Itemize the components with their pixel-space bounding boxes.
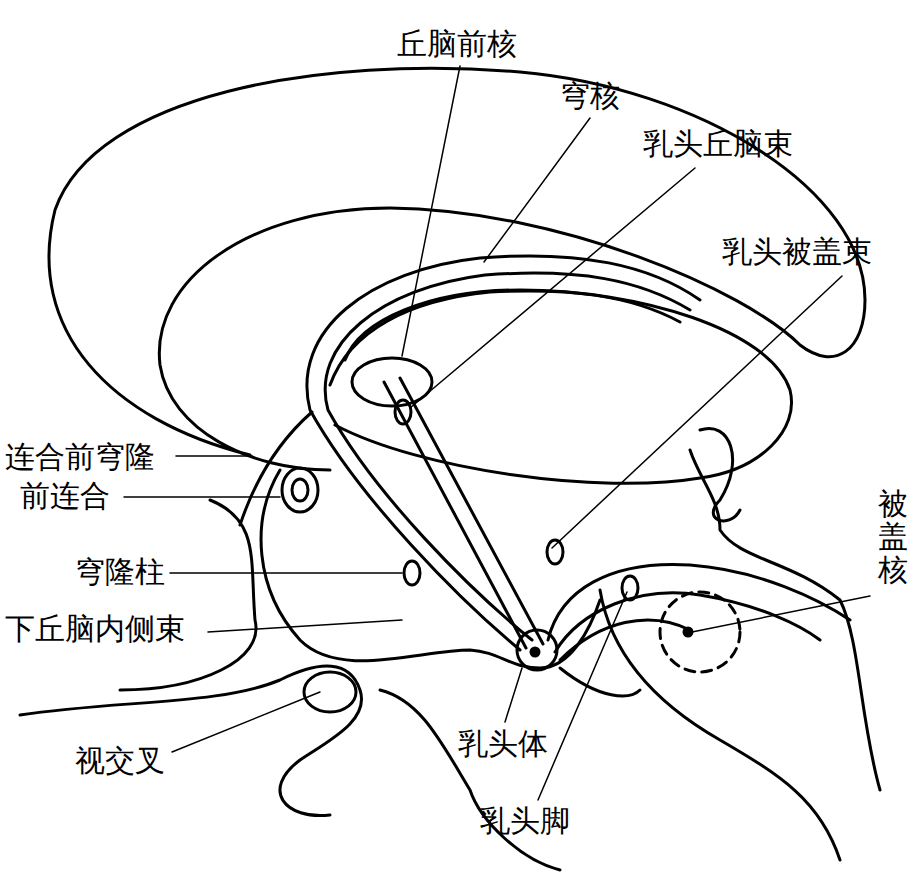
mammillary-body xyxy=(517,630,557,670)
anterior-commissure xyxy=(292,479,308,501)
infundibulum xyxy=(380,690,560,870)
mammillary-stalk xyxy=(560,668,640,696)
part-label: 丘脑前核 xyxy=(397,27,517,62)
part-label: 视交叉 xyxy=(75,744,165,779)
fornix-strand xyxy=(330,291,680,385)
fornix-strand xyxy=(325,273,690,640)
brainstem-outline xyxy=(600,590,840,860)
part-label: 乳头脚 xyxy=(480,804,570,839)
part-label: 乳头丘脑束 xyxy=(643,127,793,162)
brainstem-outline xyxy=(700,428,740,520)
tegmental-nucleus xyxy=(660,592,740,672)
part-label: 下丘脑内侧束 xyxy=(5,612,185,647)
ventricle-wall xyxy=(120,500,256,690)
part-label: 被盖核 xyxy=(878,487,908,586)
anterior-commissure xyxy=(282,468,318,512)
part-label: 穹隆柱 xyxy=(75,555,165,590)
tegmental-nucleus xyxy=(684,628,692,636)
leader-lines xyxy=(124,66,870,800)
tract-section xyxy=(395,400,411,424)
tract-section xyxy=(547,540,563,564)
part-label: 乳头被盖束 xyxy=(722,235,872,270)
part-label: 穹核 xyxy=(560,79,620,114)
mammillothalamic-tract xyxy=(384,378,543,648)
optic-chiasm xyxy=(304,672,356,712)
fornix-strand xyxy=(307,256,700,650)
callosum-outline xyxy=(49,68,865,470)
mammillary-body xyxy=(531,648,539,656)
tract-section xyxy=(404,561,420,585)
part-label: 连合前穹隆 xyxy=(5,440,155,475)
mammillotegmental-tract xyxy=(555,593,820,652)
part-label: 前连合 xyxy=(20,479,110,514)
part-label: 乳头体 xyxy=(458,727,548,762)
hypothalamus-floor xyxy=(20,666,362,815)
